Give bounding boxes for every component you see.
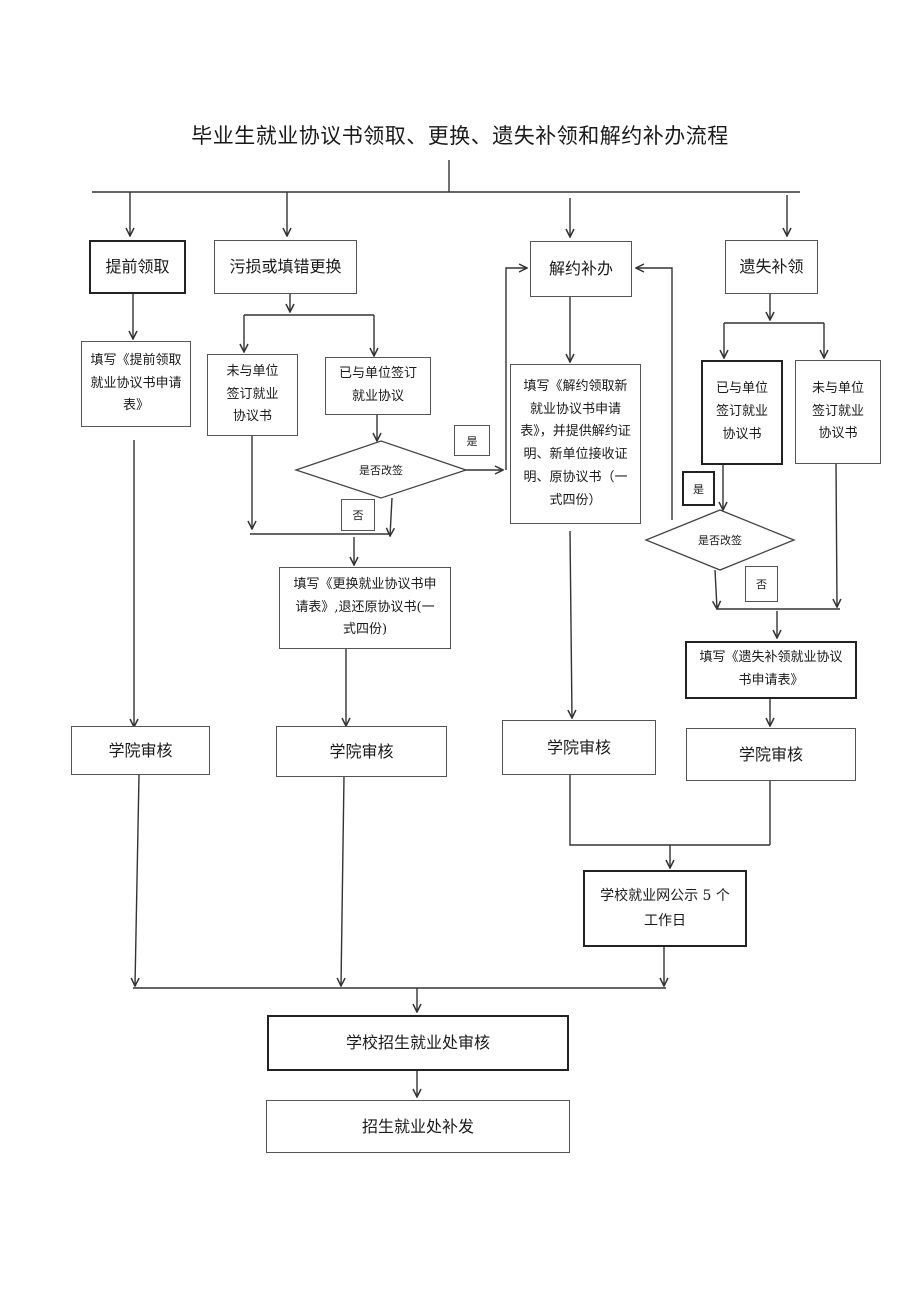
lost-not-signed-text: 未与单位签订就业协议书 — [811, 380, 864, 442]
replace-signed-box: 已与单位签订就业协议 — [325, 357, 431, 415]
replace-no-tag: 否 — [341, 499, 375, 531]
arrow-early-review-down — [135, 774, 139, 986]
rescind-box: 解约补办 — [530, 241, 632, 297]
lost-review-box: 学院审核 — [686, 728, 856, 781]
replace-review-box: 学院审核 — [276, 726, 447, 777]
rescind-label: 解约补办 — [548, 259, 613, 278]
lost-form-text: 填写《遗失补领就业协议书申请表》 — [699, 650, 843, 688]
early-form-box: 填写《提前领取就业协议书申请表》 — [81, 341, 191, 427]
public-notice-box: 学校就业网公示 5 个工作日 — [583, 870, 747, 947]
arrow-rescind-form-to-review — [570, 530, 572, 718]
early-review-label: 学院审核 — [108, 740, 173, 760]
replace-label: 污损或填错更换 — [229, 257, 342, 276]
replace-form-text: 填写《更换就业协议书申请表》,退还原协议书(一式四份) — [293, 576, 437, 638]
lost-form-box: 填写《遗失补领就业协议书申请表》 — [685, 641, 857, 699]
rescind-form-box: 填写《解约领取新就业协议书申请表》，并提供解约证明、新单位接收证明、原协议书（一… — [510, 364, 641, 524]
arrow-lost-not-signed-down — [836, 462, 837, 607]
notice-merge-line — [569, 775, 770, 846]
lost-review-label: 学院审核 — [738, 744, 803, 764]
arrow-up-to-rescind — [505, 268, 527, 470]
school-review-label: 学校招生就业处审核 — [345, 1033, 490, 1052]
replace-yes-tag: 是 — [454, 425, 490, 456]
replace-not-signed-text: 未与单位签订就业协议书 — [226, 363, 279, 425]
public-notice-text: 学校就业网公示 5 个工作日 — [600, 888, 730, 929]
replace-box: 污损或填错更换 — [214, 240, 357, 294]
lost-signed-text: 已与单位签订就业协议书 — [715, 381, 768, 442]
lost-yes-tag: 是 — [682, 471, 715, 506]
lost-decision-label: 是否改签 — [698, 534, 742, 547]
replace-form-box: 填写《更换就业协议书申请表》,退还原协议书(一式四份) — [279, 567, 451, 649]
arrow-lost-decision-no — [715, 569, 717, 609]
early-form-text: 填写《提前领取就业协议书申请表》 — [90, 352, 182, 414]
replace-signed-text: 已与单位签订就业协议 — [338, 366, 417, 404]
lost-no-tag: 否 — [745, 566, 778, 602]
replace-decision-label: 是否改签 — [359, 464, 403, 477]
early-collect-box: 提前领取 — [89, 240, 186, 294]
rescind-review-box: 学院审核 — [502, 720, 656, 775]
rescind-review-label: 学院审核 — [546, 737, 611, 757]
early-review-box: 学院审核 — [71, 726, 210, 775]
arrow-replace-decision-no — [390, 497, 392, 536]
arrow-lost-yes-to-rescind — [636, 268, 673, 520]
lost-label: 遗失补领 — [739, 257, 804, 276]
replace-not-signed-box: 未与单位签订就业协议书 — [207, 354, 298, 436]
lost-not-signed-box: 未与单位签订就业协议书 — [795, 360, 881, 464]
arrow-replace-review-down — [341, 775, 344, 986]
lost-signed-box: 已与单位签订就业协议书 — [701, 360, 783, 465]
reissue-box: 招生就业处补发 — [266, 1100, 570, 1153]
replace-review-label: 学院审核 — [329, 741, 394, 761]
lost-decision-diamond — [644, 509, 796, 571]
lost-box: 遗失补领 — [725, 240, 818, 294]
page-title: 毕业生就业协议书领取、更换、遗失补领和解约补办流程 — [191, 124, 729, 148]
early-collect-label: 提前领取 — [105, 257, 170, 276]
rescind-form-text: 填写《解约领取新就业协议书申请表》，并提供解约证明、新单位接收证明、原协议书（一… — [520, 378, 631, 508]
reissue-label: 招生就业处补发 — [361, 1116, 474, 1136]
replace-decision-diamond — [293, 440, 469, 499]
school-review-box: 学校招生就业处审核 — [267, 1015, 569, 1071]
